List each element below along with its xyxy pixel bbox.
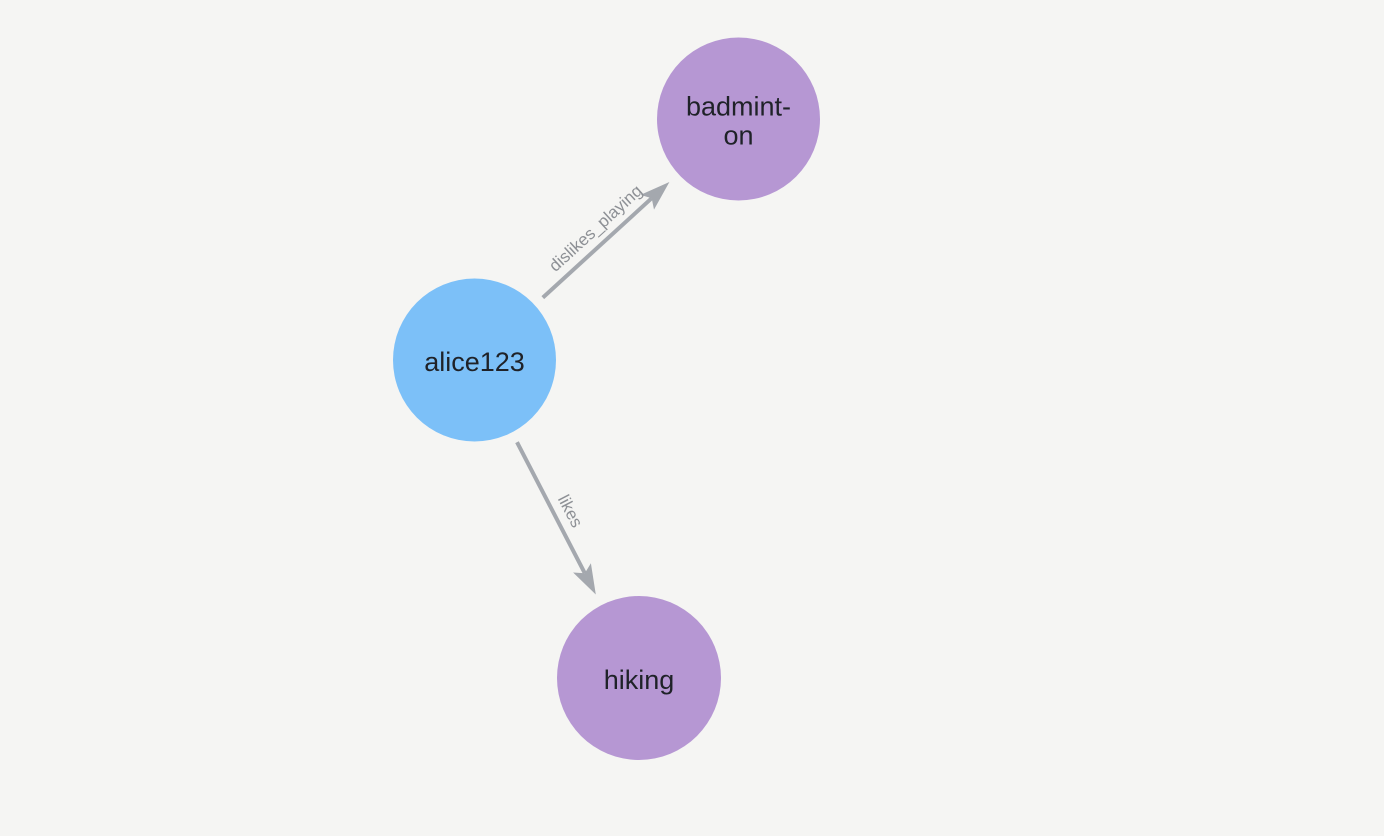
graph-node-badminton[interactable]: badmint-on [657, 37, 820, 201]
graph-node-hiking[interactable]: hiking [557, 596, 721, 760]
graph-node-alice123[interactable]: alice123 [393, 278, 556, 442]
edge-dislikes-playing[interactable]: dislikes_playing [541, 181, 670, 300]
edge-label: dislikes_playing [545, 181, 646, 275]
edge-arrowhead-icon [640, 182, 670, 210]
node-label: badmint-on [686, 92, 791, 151]
node-label: alice123 [424, 347, 525, 377]
edge-arrowhead-icon [573, 563, 596, 595]
edge-line[interactable] [515, 441, 587, 575]
node-label: hiking [604, 665, 675, 695]
node-circle[interactable] [557, 596, 721, 760]
node-circle[interactable] [657, 37, 820, 201]
node-circle[interactable] [393, 278, 556, 442]
edge-line[interactable] [541, 196, 654, 300]
edge-likes[interactable]: likes [515, 441, 596, 595]
